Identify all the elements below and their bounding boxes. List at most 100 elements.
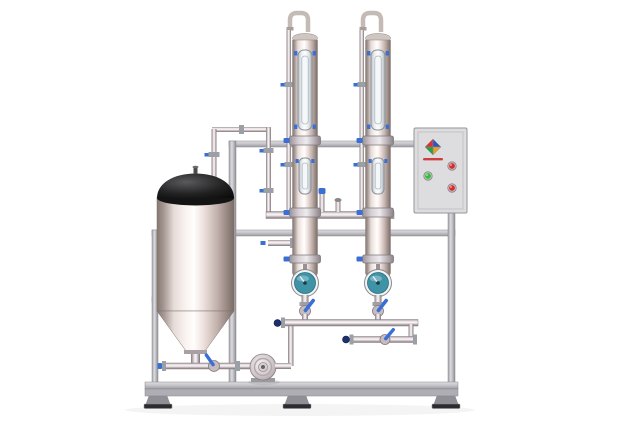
ubend-flange — [359, 27, 367, 31]
clamp-handle-blue — [356, 256, 363, 262]
tri-clamp-fitting — [353, 82, 366, 87]
clamp-handle-blue — [283, 256, 290, 262]
panel-door-line — [417, 131, 464, 210]
indicator-lens — [449, 185, 455, 191]
filter-column-left — [280, 10, 321, 323]
tri-clamp-fitting — [260, 238, 294, 248]
clamp-handle-blue — [353, 163, 358, 167]
column-clamp-joint — [356, 207, 394, 218]
logo-triangle-sw — [424, 146, 434, 156]
return-end-cap — [413, 334, 417, 345]
sight-glass-upper — [294, 49, 316, 131]
clamp-handle-blue — [259, 189, 264, 193]
column-clamp-joint — [283, 207, 321, 218]
suction-end-clamp — [162, 361, 166, 371]
clamp-handle-blue — [283, 210, 290, 215]
frame-foot-center — [282, 395, 312, 409]
tri-clamp-fitting — [259, 188, 274, 193]
glass-bolt-blue — [312, 51, 316, 56]
glass-bolt-blue — [385, 51, 389, 56]
glass-bolt-blue — [294, 124, 298, 129]
indicator-light-bottom[interactable] — [447, 183, 457, 193]
valve-handle-blue — [376, 298, 389, 313]
indicator-light-middle[interactable] — [423, 171, 433, 181]
lower-branch-pipe — [268, 240, 293, 246]
brand-text-illegible — [423, 158, 443, 161]
cone-clamp — [184, 350, 207, 354]
brand-logo — [424, 138, 442, 156]
clamp-handle-blue — [353, 83, 358, 87]
clamp-handle-blue — [260, 241, 266, 245]
column-downpipe — [286, 30, 291, 215]
glass-bolt-blue — [311, 159, 315, 163]
column-clamp-joint — [356, 135, 394, 146]
tri-clamp-fitting — [353, 162, 366, 167]
pressure-gauge-left — [291, 269, 319, 297]
pump-discharge-pipe — [275, 363, 291, 369]
frame-base-upper — [144, 381, 459, 390]
control-panel — [413, 127, 468, 214]
butterfly-valve — [379, 327, 396, 345]
column-clamp-joint — [283, 135, 321, 146]
column-clamp-joint — [356, 254, 394, 264]
bottom-header — [283, 319, 419, 327]
sight-glass-lower — [295, 157, 315, 195]
frame-foot-left — [143, 395, 173, 409]
indicator-lens — [449, 163, 455, 169]
column-top-ubend — [360, 10, 384, 32]
filter-column-right — [353, 10, 394, 323]
column-clamp-joint — [283, 254, 321, 264]
valve-handle-blue — [383, 327, 396, 341]
instrument-cap-blue — [318, 188, 326, 194]
glass-bolt-blue — [312, 124, 316, 129]
clamp-handle-blue — [204, 153, 209, 157]
glass-bolt-blue — [385, 124, 389, 129]
tri-clamp-fitting — [239, 125, 244, 134]
column-downpipe — [359, 30, 364, 215]
tank-dome — [157, 173, 234, 198]
drain-knob-navy — [273, 319, 282, 327]
tri-clamp-fitting — [204, 152, 220, 157]
column-drop-pipe — [302, 314, 308, 323]
valve-handle-blue — [204, 353, 215, 367]
clamp-handle-blue — [356, 138, 363, 143]
glass-bolt-blue — [368, 159, 372, 163]
conical-feed-tank — [156, 165, 235, 366]
glass-bolt-blue — [367, 51, 371, 56]
clamp-handle-blue — [157, 363, 162, 369]
header-right-drop — [408, 324, 414, 339]
tank-outlet-valve — [204, 353, 220, 372]
tank-outlet-neck — [191, 354, 200, 366]
discharge-riser — [288, 326, 294, 366]
bottom-piping — [157, 317, 419, 385]
tank-shell — [156, 196, 235, 312]
glass-bolt-blue — [294, 51, 298, 56]
riser-pipe-left — [266, 127, 271, 219]
clamp-handle-blue — [259, 149, 264, 153]
tri-clamp-fitting — [259, 148, 274, 153]
return-end-clamp — [349, 334, 354, 345]
frame-base-lower — [144, 388, 459, 397]
ubend-flange — [286, 27, 294, 31]
glass-bolt-blue — [384, 159, 388, 163]
indicator-lens — [425, 173, 431, 179]
indicator-light-top[interactable] — [447, 161, 457, 171]
glass-bolt-blue — [367, 124, 371, 129]
sight-glass-lower — [368, 157, 388, 195]
pressure-gauge-right — [364, 269, 392, 297]
floor-shadow — [125, 404, 475, 416]
outlet-clamp — [372, 302, 384, 306]
column-outlet-neck — [374, 295, 382, 303]
panel-enclosure — [413, 127, 468, 214]
clamp-handle-blue — [280, 163, 285, 167]
sight-glass-upper — [367, 49, 389, 131]
clamp-handle-blue — [280, 83, 285, 87]
glass-bolt-blue — [295, 159, 299, 163]
gauge-stem — [376, 264, 380, 272]
header-end-clamp — [281, 317, 285, 328]
valve-handle-blue — [303, 298, 316, 313]
manifold-instrument-tall — [318, 188, 326, 212]
manifold-instrument-short — [334, 198, 342, 212]
column-top-ubend — [287, 10, 311, 32]
